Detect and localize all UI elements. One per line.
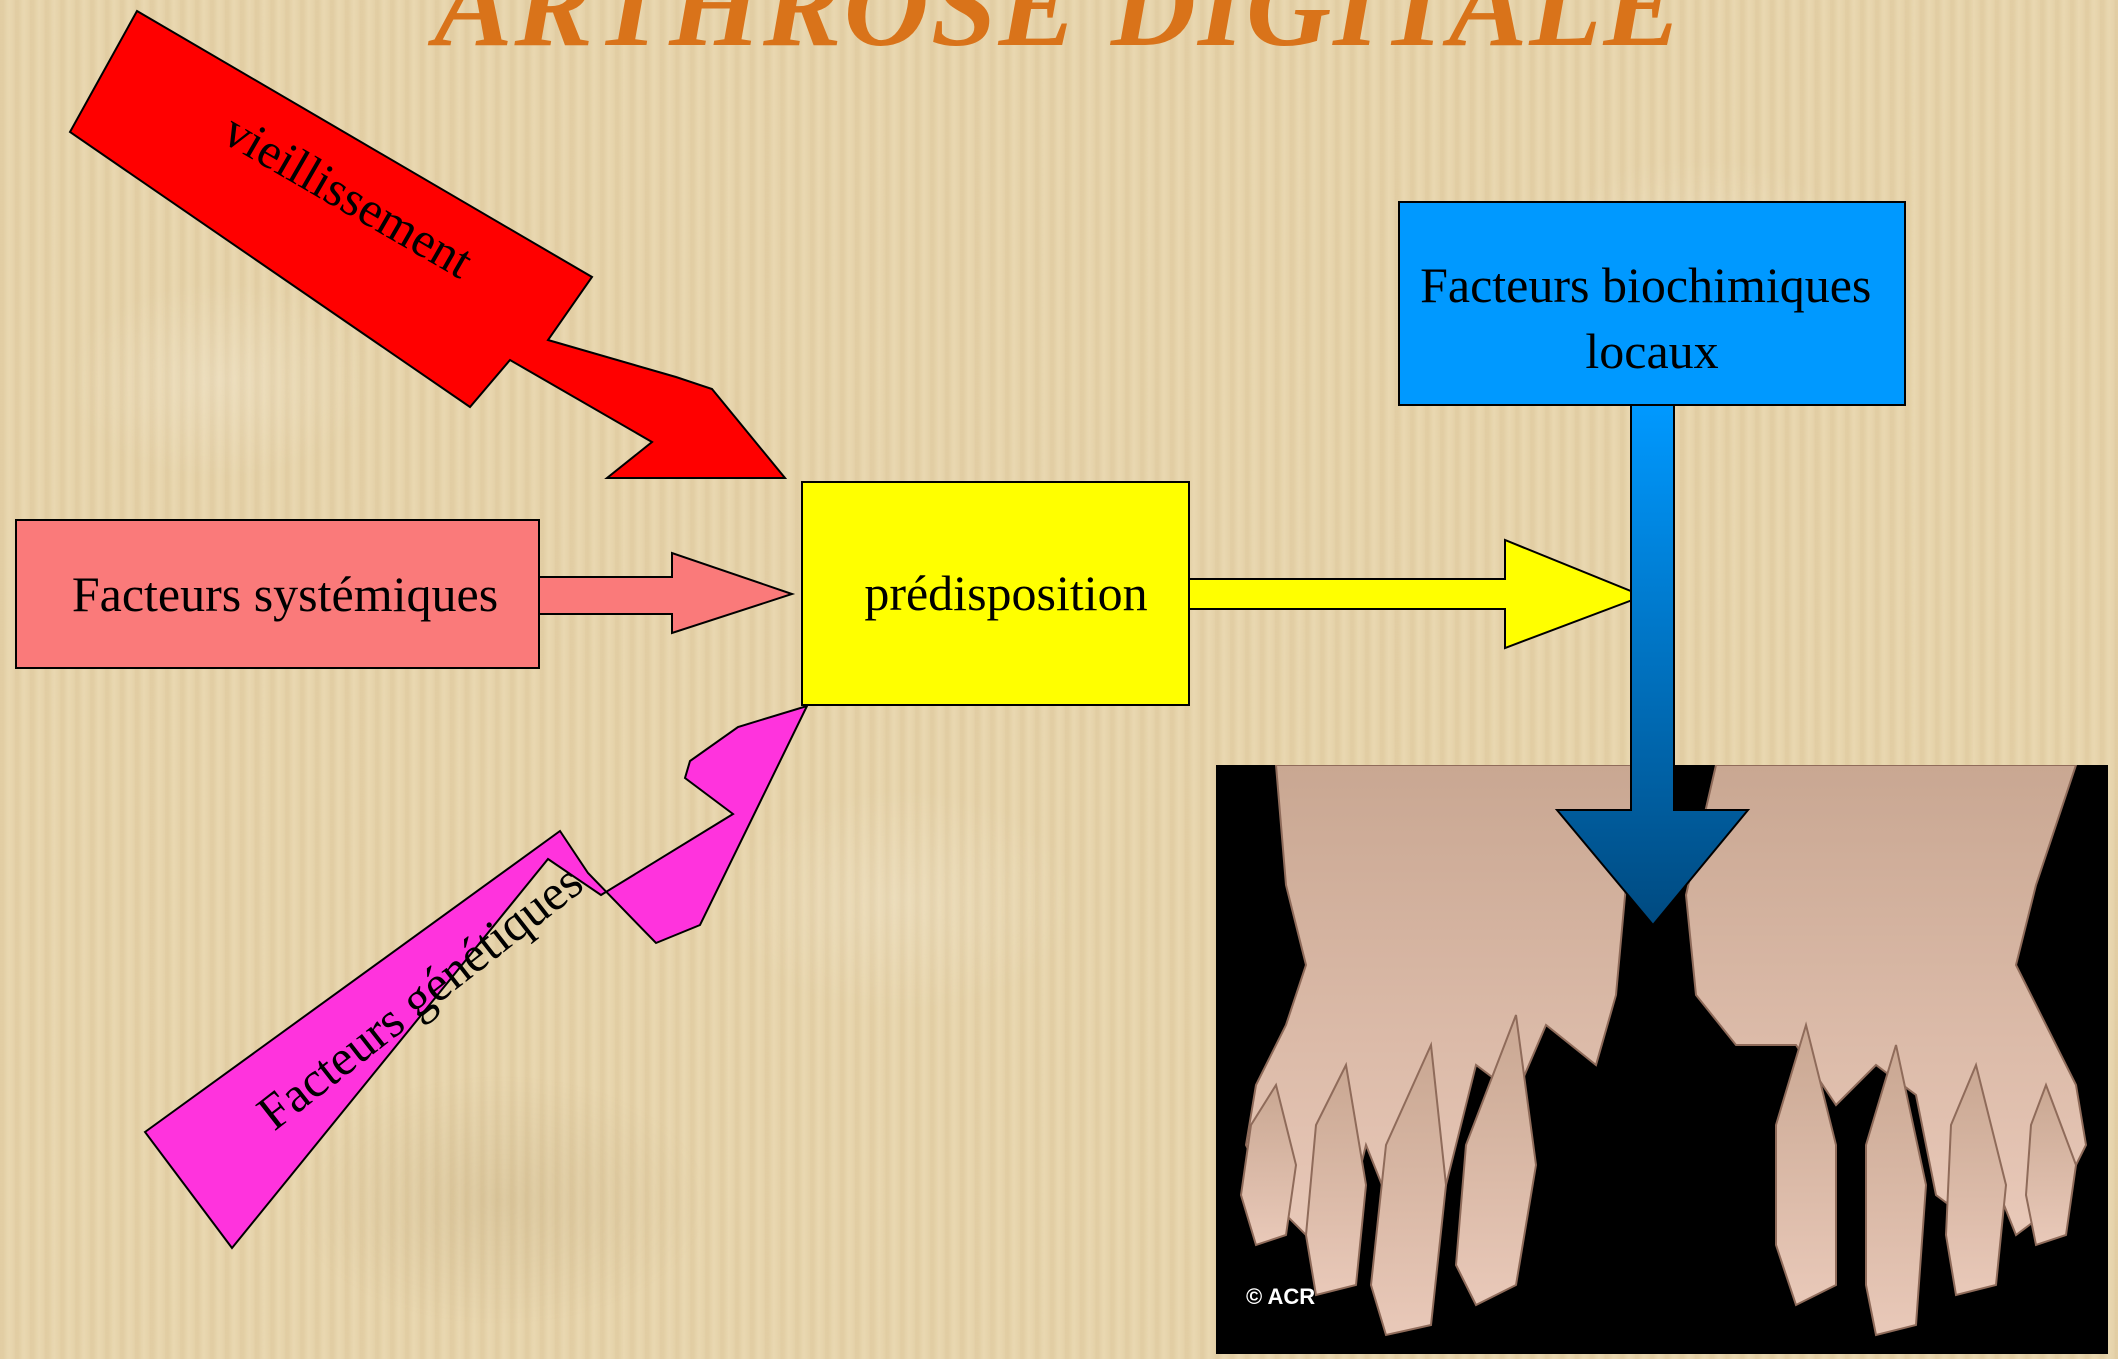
predisposition-arrow [1189, 540, 1643, 648]
facteurs-biochimiques-arrow [1557, 405, 1748, 925]
facteurs-systemiques-label: Facteurs systémiques [72, 566, 498, 622]
facteurs-biochimiques-line-2: locaux [1585, 323, 1718, 379]
facteurs-genetiques-label: Facteurs génétiques [246, 853, 592, 1141]
facteurs-systemiques-arrow [539, 553, 792, 633]
predisposition-label: prédisposition [864, 565, 1147, 621]
facteurs-biochimiques-line-1: Facteurs biochimiques [1420, 257, 1871, 313]
